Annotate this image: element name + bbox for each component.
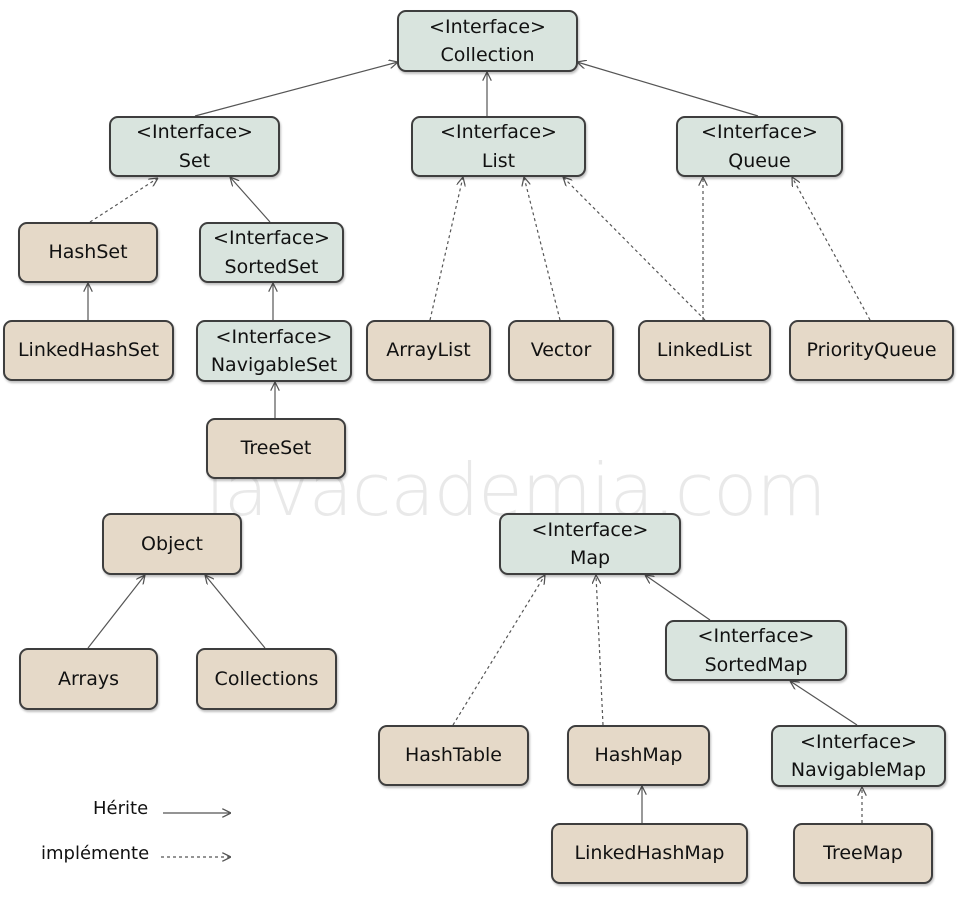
node-linkedhashset-name: LinkedHashSet xyxy=(17,339,160,362)
edge-queue-collection xyxy=(577,62,759,117)
node-hashset: HashSet xyxy=(18,222,158,283)
edge-collections-object xyxy=(205,575,266,649)
legend-implements-label: implémente xyxy=(41,843,150,864)
node-navigablemap-name: NavigableMap xyxy=(790,759,927,781)
node-sortedset-name: SortedSet xyxy=(224,255,319,278)
node-hashtable-name: HashTable xyxy=(404,744,502,767)
node-linkedhashmap: LinkedHashMap xyxy=(551,823,748,884)
node-list-stereotype: <Interface> xyxy=(440,121,557,143)
node-object: Object xyxy=(102,513,242,575)
node-list: <Interface> List xyxy=(411,116,586,177)
node-navigableset-name: NavigableSet xyxy=(210,354,338,376)
node-collection-stereotype: <Interface> xyxy=(429,15,546,38)
edge-set-collection xyxy=(194,62,398,117)
edge-linkedlist-list xyxy=(563,177,706,321)
node-set-stereotype: <Interface> xyxy=(136,121,253,143)
node-priorityqueue-name: PriorityQueue xyxy=(806,339,937,362)
node-sortedmap: <Interface> SortedMap xyxy=(665,620,847,681)
edge-navigablemap-sortedmap xyxy=(790,681,858,726)
node-navigablemap: <Interface> NavigableMap xyxy=(771,725,946,787)
node-collections: Collections xyxy=(196,648,337,710)
node-collection-name: Collection xyxy=(440,44,535,66)
node-collection: <Interface> Collection xyxy=(397,10,578,72)
edge-hashset-set xyxy=(89,178,158,223)
node-treeset: TreeSet xyxy=(206,418,346,479)
node-map: <Interface> Map xyxy=(499,513,681,575)
node-hashset-name: HashSet xyxy=(48,241,128,264)
node-sortedset: <Interface> SortedSet xyxy=(199,222,344,283)
node-treemap: TreeMap xyxy=(793,823,933,884)
node-arraylist: ArrayList xyxy=(366,320,491,381)
node-linkedlist: LinkedList xyxy=(638,320,771,381)
node-object-name: Object xyxy=(141,532,203,555)
node-navigableset-stereotype: <Interface> xyxy=(215,325,333,348)
node-arrays: Arrays xyxy=(19,648,158,710)
node-queue: <Interface> Queue xyxy=(676,116,843,177)
edge-vector-list xyxy=(524,177,561,321)
node-hashmap: HashMap xyxy=(567,725,710,786)
edge-arrays-object xyxy=(87,575,145,649)
edge-priorityqueue-queue xyxy=(792,177,871,321)
node-set-name: Set xyxy=(178,149,211,172)
node-sortedmap-stereotype: <Interface> xyxy=(697,625,815,647)
node-linkedlist-name: LinkedList xyxy=(656,339,753,362)
node-navigablemap-stereotype: <Interface> xyxy=(800,730,917,753)
node-arraylist-name: ArrayList xyxy=(386,339,471,362)
edge-sortedmap-map xyxy=(645,575,711,621)
edge-sortedset-set xyxy=(230,177,271,223)
node-queue-stereotype: <Interface> xyxy=(701,121,818,143)
node-sortedmap-name: SortedMap xyxy=(704,653,808,676)
node-set: <Interface> Set xyxy=(109,116,280,177)
node-map-name: Map xyxy=(569,547,611,569)
node-linkedhashset: LinkedHashSet xyxy=(3,320,174,381)
node-vector: Vector xyxy=(508,320,614,381)
node-list-name: List xyxy=(481,149,516,172)
node-hashtable: HashTable xyxy=(378,725,529,786)
node-treemap-name: TreeMap xyxy=(823,842,903,865)
node-treeset-name: TreeSet xyxy=(240,437,312,460)
node-collections-name: Collections xyxy=(214,667,319,690)
node-priorityqueue: PriorityQueue xyxy=(789,320,954,381)
edge-hashtable-map xyxy=(452,575,545,726)
node-queue-name: Queue xyxy=(728,149,791,172)
node-arrays-name: Arrays xyxy=(57,667,120,690)
legend-inherits-label: Hérite xyxy=(93,798,149,819)
node-map-stereotype: <Interface> xyxy=(531,518,649,541)
node-hashmap-name: HashMap xyxy=(594,744,683,767)
node-sortedset-stereotype: <Interface> xyxy=(213,227,330,249)
node-linkedhashmap-name: LinkedHashMap xyxy=(574,842,725,865)
edge-arraylist-list xyxy=(429,177,463,321)
node-vector-name: Vector xyxy=(530,339,592,362)
node-navigableset: <Interface> NavigableSet xyxy=(196,320,352,382)
edge-hashmap-map xyxy=(596,575,604,726)
